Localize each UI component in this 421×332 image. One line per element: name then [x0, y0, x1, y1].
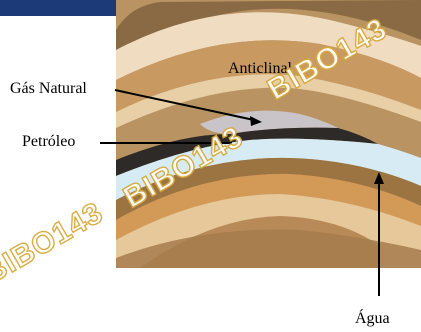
- gas-natural-label: Gás Natural: [10, 80, 87, 98]
- agua-label: Água: [355, 310, 390, 328]
- petroleo-label: Petróleo: [22, 133, 75, 151]
